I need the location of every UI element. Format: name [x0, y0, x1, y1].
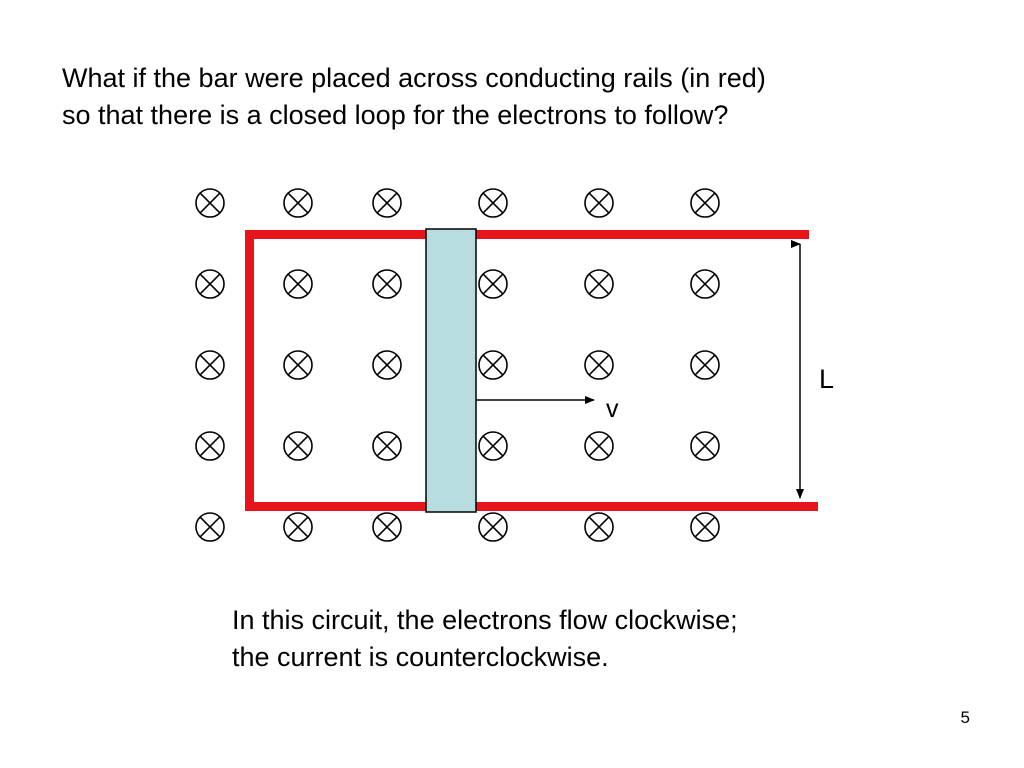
- into-page-x-icon: [690, 350, 720, 380]
- into-page-x-icon: [478, 512, 508, 542]
- velocity-label: v: [606, 395, 619, 423]
- into-page-x-icon: [372, 350, 402, 380]
- into-page-x-icon: [195, 431, 225, 461]
- left-rail: [245, 230, 254, 510]
- into-page-x-icon: [478, 431, 508, 461]
- into-page-x-icon: [478, 269, 508, 299]
- into-page-x-icon: [372, 269, 402, 299]
- bottom-rail: [245, 502, 818, 511]
- into-page-x-icon: [478, 350, 508, 380]
- into-page-x-icon: [195, 188, 225, 218]
- into-page-x-icon: [584, 269, 614, 299]
- magnetic-field-grid: [195, 188, 720, 542]
- into-page-x-icon: [283, 350, 313, 380]
- into-page-x-icon: [690, 188, 720, 218]
- into-page-x-icon: [690, 512, 720, 542]
- into-page-x-icon: [584, 350, 614, 380]
- into-page-x-icon: [195, 512, 225, 542]
- sliding-bar: [425, 228, 477, 513]
- into-page-x-icon: [690, 269, 720, 299]
- into-page-x-icon: [372, 431, 402, 461]
- into-page-x-icon: [372, 512, 402, 542]
- into-page-x-icon: [283, 188, 313, 218]
- into-page-x-icon: [372, 188, 402, 218]
- into-page-x-icon: [690, 431, 720, 461]
- conducting-rails: [245, 230, 818, 511]
- into-page-x-icon: [283, 431, 313, 461]
- title-line-2: so that there is a closed loop for the e…: [62, 100, 729, 130]
- explanation-line-2: the current is counterclockwise.: [232, 642, 609, 672]
- into-page-x-icon: [584, 188, 614, 218]
- slide-number: 5: [960, 708, 970, 727]
- into-page-x-icon: [283, 269, 313, 299]
- explanation-line-1: In this circuit, the electrons flow cloc…: [232, 605, 738, 635]
- into-page-x-icon: [195, 350, 225, 380]
- into-page-x-icon: [195, 269, 225, 299]
- length-label: L: [819, 364, 834, 394]
- explanation-text: In this circuit, the electrons flow cloc…: [232, 602, 952, 676]
- into-page-x-icon: [584, 512, 614, 542]
- into-page-x-icon: [283, 512, 313, 542]
- slide-title: What if the bar were placed across condu…: [62, 60, 1002, 134]
- top-rail: [245, 230, 809, 239]
- into-page-x-icon: [584, 431, 614, 461]
- title-line-1: What if the bar were placed across condu…: [62, 63, 766, 93]
- into-page-x-icon: [478, 188, 508, 218]
